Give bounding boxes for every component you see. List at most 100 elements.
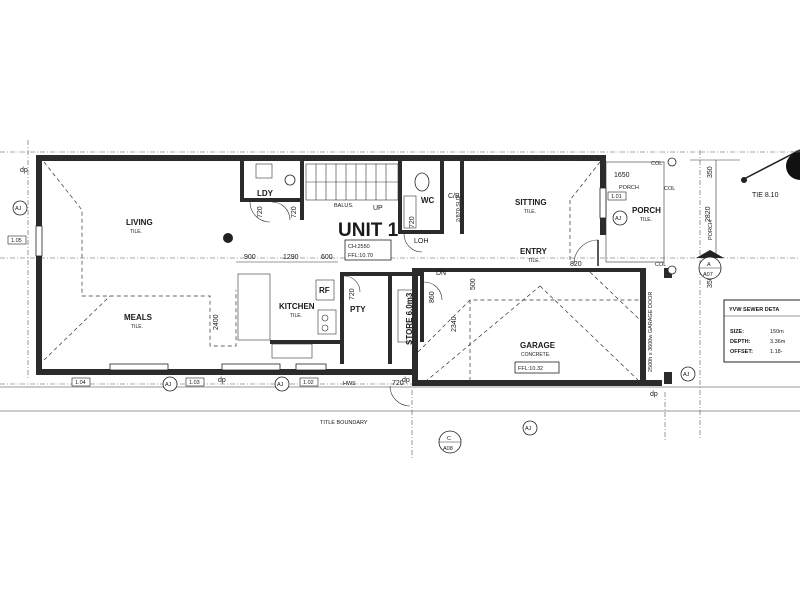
store-shelf bbox=[397, 289, 417, 343]
dim-600: 600 bbox=[321, 254, 333, 261]
downpipe-d: dp bbox=[650, 391, 658, 398]
title-boundary: TITLE BOUNDARY bbox=[0, 386, 800, 426]
room-porch-name: PORCH bbox=[632, 206, 661, 215]
room-kitchen-finish: TILE. bbox=[290, 313, 302, 319]
aj-marker-2: AJ bbox=[165, 382, 172, 388]
room-kitchen-name: KITCHEN bbox=[279, 302, 315, 311]
room-meals-name: MEALS bbox=[124, 313, 153, 322]
window-tag-102: 1.02 bbox=[303, 380, 314, 386]
fixtures bbox=[223, 163, 430, 359]
section-c-sheet: A08 bbox=[443, 446, 453, 452]
sewer-detail-box: YVW SEWER DETA SIZE: 150m DEPTH: 3.36m O… bbox=[723, 299, 800, 363]
section-marker-c: C A08 bbox=[438, 430, 462, 454]
room-living-finish: TILE. bbox=[130, 229, 142, 235]
sewer-size-label: SIZE: bbox=[730, 329, 744, 335]
sewer-offset-label: OFFSET: bbox=[730, 349, 753, 355]
setout-lines bbox=[0, 140, 800, 460]
aj-marker-3: AJ bbox=[277, 382, 284, 388]
unit-title-block: UNIT 1 CH:2550 FFL:10.70 FFL:10.32 bbox=[338, 220, 560, 374]
stair-up-label: UP bbox=[373, 205, 383, 212]
dim-720-ldy-a: 720 bbox=[257, 206, 264, 218]
dim-720-wc: 720 bbox=[409, 216, 416, 228]
aj-markers: AJ AJ AJ AJ AJ AJ bbox=[12, 200, 696, 436]
staircase bbox=[305, 163, 399, 201]
kitchen-sink bbox=[271, 343, 313, 359]
hip-lines bbox=[43, 159, 641, 383]
room-living-name: LIVING bbox=[126, 218, 153, 227]
dim-900: 900 bbox=[244, 254, 256, 261]
dim-500: 500 bbox=[470, 278, 477, 290]
dim-720-ldy-b: 720 bbox=[291, 206, 298, 218]
dim-350-a: 350 bbox=[707, 166, 714, 178]
floor-waste bbox=[223, 233, 233, 243]
external-walls bbox=[36, 155, 672, 386]
room-garage-name: GARAGE bbox=[520, 341, 556, 350]
fridge-label: RF bbox=[319, 286, 330, 295]
sewer-tie-label: TIE 8.10 bbox=[752, 192, 779, 199]
sewer-depth-value: 3.36m bbox=[770, 339, 786, 345]
ceiling-height: CH:2550 bbox=[348, 244, 370, 250]
sewer-offset-value: 1.18- bbox=[770, 349, 783, 355]
downpipe-b: dp bbox=[218, 377, 226, 384]
dim-350-b: 350 bbox=[707, 276, 714, 288]
cooktop bbox=[317, 309, 337, 335]
room-porch-finish: TILE. bbox=[640, 217, 652, 223]
downpipe-c: dp bbox=[402, 377, 410, 384]
garage-floor-level: FFL:10.32 bbox=[518, 366, 543, 372]
room-sitting-name: SITTING bbox=[515, 198, 547, 207]
downpipe-a: dp bbox=[20, 167, 28, 174]
laundry-tub bbox=[255, 163, 273, 179]
dim-2400: 2400 bbox=[213, 314, 220, 330]
sewer-tie bbox=[690, 149, 800, 258]
dim-1290: 1290 bbox=[283, 254, 299, 261]
sewer-size-value: 150m bbox=[770, 329, 784, 335]
aj-marker-4: AJ bbox=[525, 426, 532, 432]
room-ldy: LDY bbox=[257, 189, 274, 198]
section-a-sheet: A07 bbox=[703, 272, 713, 278]
cupboard-label: C/B bbox=[448, 193, 460, 200]
aj-marker-5: AJ bbox=[615, 216, 622, 222]
column-b: COL bbox=[664, 186, 675, 192]
hws-label: HWS bbox=[343, 381, 356, 387]
annotations: BALUS. UP C/B 2/870.SLD LOH DN HWS dp dp… bbox=[20, 161, 779, 398]
room-garage-finish: CONCRETE. bbox=[521, 352, 550, 358]
sliding-door-label: 2/870.SLD bbox=[456, 196, 462, 222]
room-wc: WC bbox=[421, 196, 435, 205]
unit-title: UNIT 1 bbox=[338, 220, 399, 241]
doors bbox=[249, 201, 599, 407]
section-a-letter: A bbox=[707, 262, 711, 268]
porch-area bbox=[605, 157, 677, 275]
dimensions: 900 1290 600 2400 720 720 720 720 720 82… bbox=[213, 166, 714, 387]
column-a: COL bbox=[651, 161, 662, 167]
toilet bbox=[414, 172, 430, 192]
porch-vertical-label: PORCH bbox=[708, 220, 714, 240]
porch-top-label: PORCH bbox=[619, 185, 639, 191]
dim-820: 820 bbox=[570, 261, 582, 268]
window-tag-103: 1.03 bbox=[189, 380, 200, 386]
room-pty: PTY bbox=[350, 305, 366, 314]
room-entry-finish: TILE. bbox=[528, 258, 540, 264]
dim-1650: 1650 bbox=[614, 172, 630, 179]
dim-720-pty: 720 bbox=[349, 288, 356, 300]
internal-walls bbox=[240, 160, 464, 364]
windows bbox=[35, 187, 607, 371]
fridge-space bbox=[315, 279, 335, 301]
loh-label: LOH bbox=[414, 238, 428, 245]
aj-marker-1: AJ bbox=[15, 206, 22, 212]
dim-860: 860 bbox=[429, 291, 436, 303]
sewer-depth-label: DEPTH: bbox=[730, 339, 751, 345]
section-c-letter: C bbox=[447, 436, 451, 442]
room-meals-finish: TILE. bbox=[131, 324, 143, 330]
dim-720-bottom: 720 bbox=[392, 380, 404, 387]
garage-door-label: 2500h x 3600w GARAGE DOOR bbox=[648, 292, 654, 372]
window-tag-101: 1.01 bbox=[611, 194, 622, 200]
floor-level: FFL:10.70 bbox=[348, 253, 373, 259]
room-entry-name: ENTRY bbox=[520, 247, 547, 256]
column-c: COL bbox=[655, 262, 666, 268]
dim-2820: 2820 bbox=[705, 206, 712, 222]
sewer-detail-title: YVW SEWER DETA bbox=[729, 307, 779, 313]
stair-down-label: DN bbox=[436, 270, 446, 277]
kitchen-island bbox=[237, 273, 271, 341]
window-tag-105: 1.05 bbox=[11, 238, 22, 244]
